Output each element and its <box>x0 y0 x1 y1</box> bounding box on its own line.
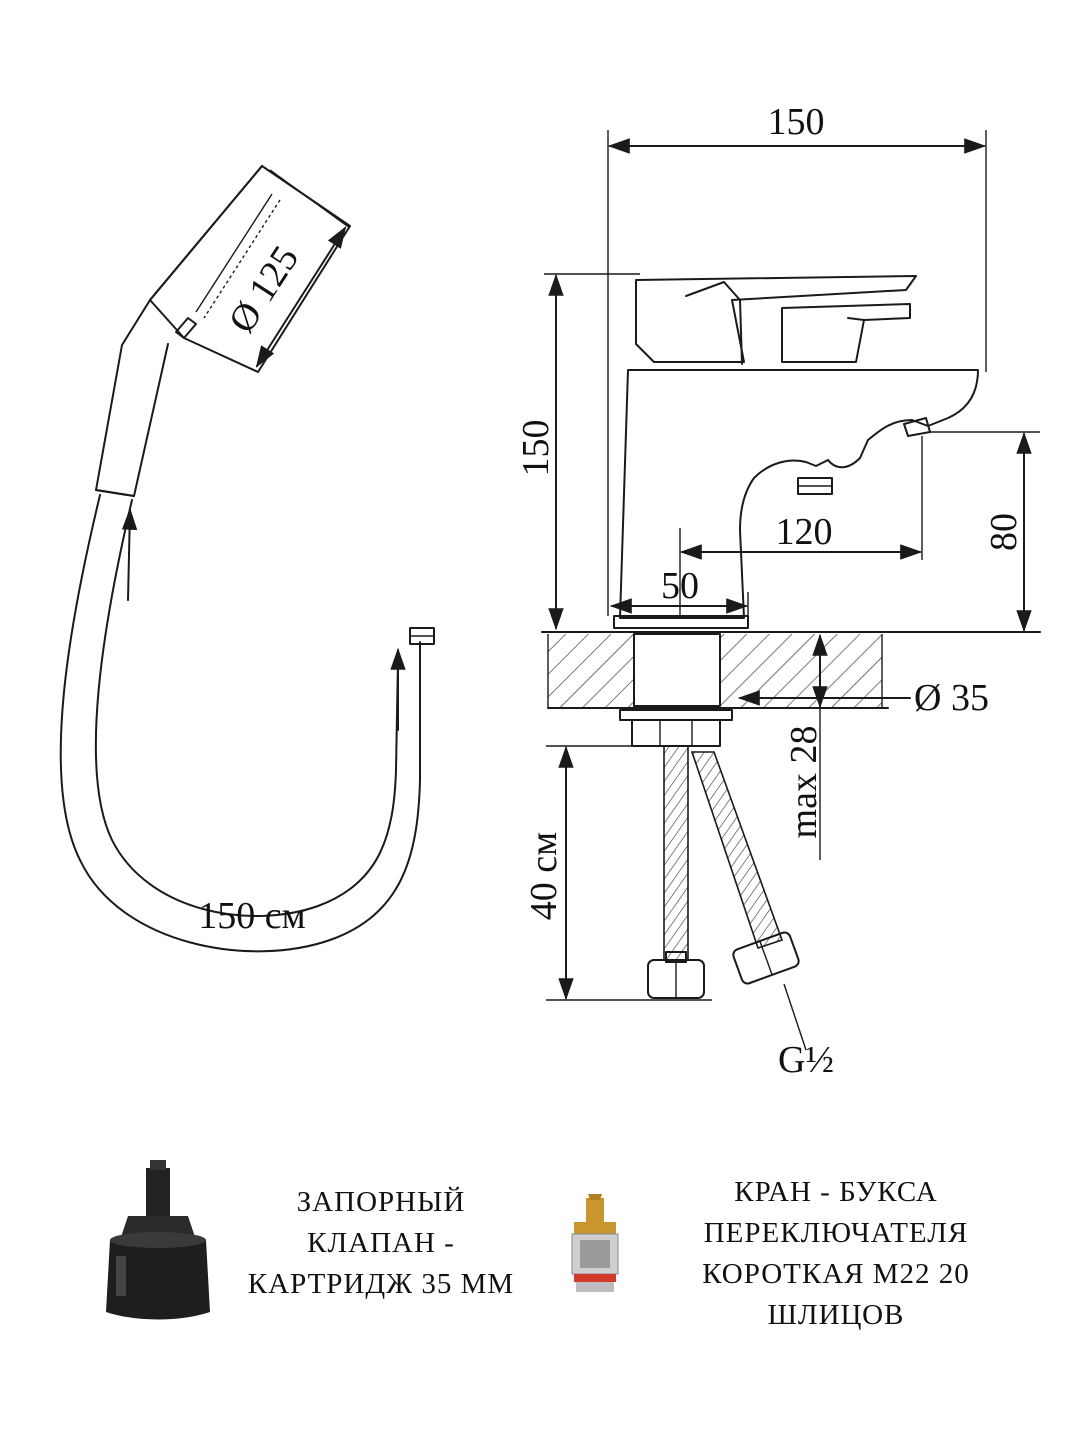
switch-valve-caption-line-1: КРАН - БУКСА <box>734 1176 938 1208</box>
cartridge-caption-line-2: КЛАПАН - <box>307 1227 455 1259</box>
brass-valve-icon <box>571 1194 619 1292</box>
supply-hose-length-label: 40 см <box>523 832 565 920</box>
dimension-lines <box>544 130 1040 1001</box>
thread-label: G½ <box>778 1039 834 1081</box>
switch-valve-caption-line-4: ШЛИЦОВ <box>767 1299 905 1331</box>
max-thickness-label: max 28 <box>783 726 825 839</box>
spout-height-label: 80 <box>983 513 1025 551</box>
base-width-label: 50 <box>661 565 699 607</box>
top-width-label: 150 <box>768 101 825 143</box>
supply-hose-icon <box>647 745 807 1051</box>
switch-valve-caption-line-3: КОРОТКАЯ М22 20 <box>702 1258 970 1290</box>
mount-hole-label: Ø 35 <box>914 677 989 719</box>
shower-hose-length-label: 150 см <box>198 895 305 937</box>
cartridge-caption: ЗАПОРНЫЙ КЛАПАН - КАРТРИДЖ 35 ММ <box>206 1182 556 1305</box>
hand-shower-icon <box>59 165 435 953</box>
cartridge-icon <box>106 1160 210 1320</box>
spout-reach-label: 120 <box>776 511 833 553</box>
cartridge-caption-line-3: КАРТРИДЖ 35 ММ <box>247 1268 515 1300</box>
height-label: 150 <box>515 420 557 477</box>
switch-valve-caption-line-2: ПЕРЕКЛЮЧАТЕЛЯ <box>703 1217 969 1249</box>
cartridge-caption-line-1: ЗАПОРНЫЙ <box>296 1186 466 1218</box>
faucet-body-icon <box>613 275 979 629</box>
countertop-section <box>541 631 1041 747</box>
switch-valve-caption: КРАН - БУКСА ПЕРЕКЛЮЧАТЕЛЯ КОРОТКАЯ М22 … <box>676 1172 996 1336</box>
